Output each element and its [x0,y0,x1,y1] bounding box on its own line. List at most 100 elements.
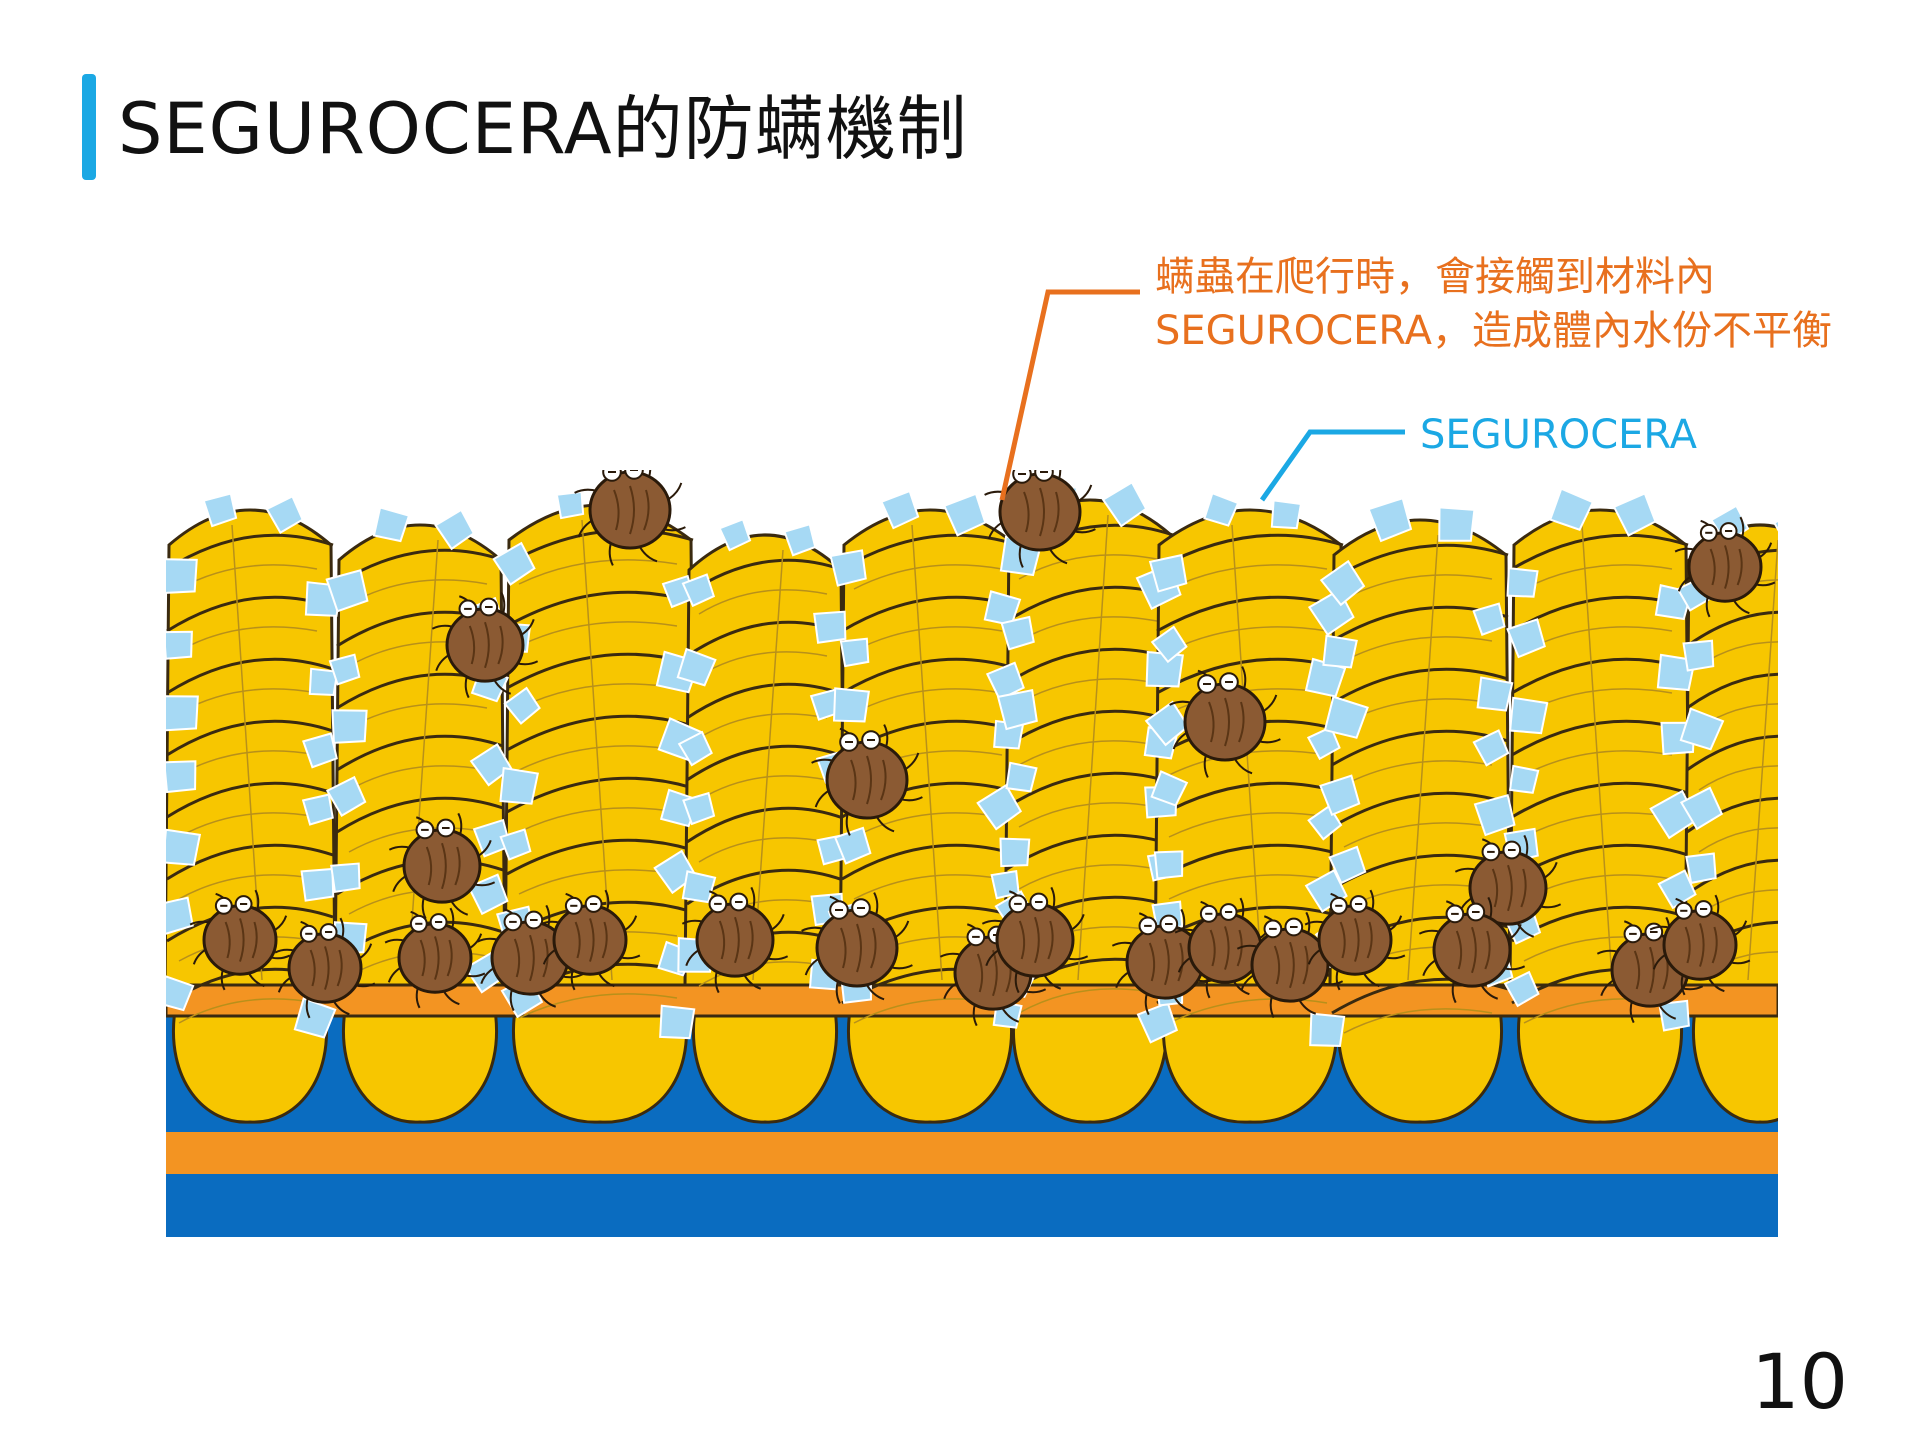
segurocera-particle-icon [1679,786,1724,831]
dust-mite-icon [539,889,641,991]
segurocera-particle-icon [434,508,476,551]
segurocera-particle-icon [832,687,870,723]
dust-mite-icon [1169,666,1281,778]
segurocera-particle-icon [999,837,1031,868]
segurocera-particle-icon [166,760,197,794]
segurocera-particle-icon [302,732,338,769]
segurocera-particle-icon [1509,696,1549,735]
segurocera-particle-icon [1772,507,1778,552]
segurocera-particle-icon [328,653,361,686]
page-number: 10 [1751,1337,1848,1426]
segurocera-particle-icon [325,569,369,613]
yarn-base [847,1008,1013,1124]
title-accent-bar [82,74,96,180]
dust-mite-icon [981,886,1089,994]
segurocera-particle-icon [503,686,541,725]
dust-mite-icon [431,591,539,699]
segurocera-particle-icon [1476,676,1514,712]
dust-mite-icon [1674,516,1776,618]
segurocera-particle-icon [331,709,368,744]
particle-callout: SEGUROCERA [1420,412,1697,458]
segurocera-particle-icon [1306,725,1341,761]
segurocera-particle-icon [1473,794,1516,837]
mechanism-leader-line [999,289,1140,501]
segurocera-particle-icon [1657,869,1697,910]
segurocera-particle-icon [1508,764,1540,794]
segurocera-particle-icon [681,870,717,904]
segurocera-particle-icon [829,549,867,587]
segurocera-particle-icon [166,896,194,936]
dust-mite-icon [189,889,291,991]
segurocera-particle-icon [1506,567,1539,598]
yarn-base [342,1008,498,1124]
segurocera-particle-icon [880,489,920,530]
segurocera-particle-icon [166,695,199,732]
yarn-column [166,508,337,1024]
segurocera-particle-icon [1101,480,1148,528]
dust-mite-icon [274,917,376,1019]
segurocera-particle-icon [1685,852,1717,885]
dust-mite-icon [1418,896,1526,1004]
segurocera-particle-icon [833,826,872,865]
page-title: SEGUROCERA的防螨機制 [118,88,968,170]
segurocera-particle-icon [1367,496,1413,543]
yarn-base [1162,1008,1338,1124]
mechanism-callout-line1: 螨蟲在爬行時，會接觸到材料內 [1155,254,1715,300]
segurocera-particle-icon [372,506,411,543]
segurocera-particle-icon [839,637,870,668]
dust-mite-icon [574,470,686,566]
segurocera-particle-icon [308,667,339,697]
segurocera-particle-icon [330,862,361,894]
segurocera-particle-icon [682,791,716,826]
dust-mite-icon [388,812,496,920]
segurocera-particle-icon [1150,625,1188,664]
dust-mite-icon [1454,834,1562,942]
dust-mite-icon [801,892,913,1004]
segurocera-particle-icon [499,828,532,861]
segurocera-particle-icon [718,517,752,552]
segurocera-particle-icon [1805,747,1836,778]
segurocera-particle-icon [1005,761,1038,793]
segurocera-particle-icon [1323,695,1369,739]
orange-backing-stripe [166,1132,1778,1174]
segurocera-particle-icon [976,783,1023,831]
segurocera-particle-icon [1799,962,1834,997]
segurocera-particle-icon [499,766,540,805]
segurocera-particle-icon [1319,774,1361,817]
segurocera-particle-icon [1472,602,1506,637]
dust-mites [189,470,1776,1027]
segurocera-particle-icon [1322,634,1358,669]
segurocera-particle-icon [677,730,713,767]
dust-mite-icon [1304,889,1406,991]
yarn-base [172,1008,328,1124]
segurocera-particle-icon [783,522,817,557]
segurocera-particle-icon [1805,670,1835,700]
yarn-base [1012,1008,1168,1124]
segurocera-particle-icon [166,828,202,866]
yarn-base [1692,1008,1778,1124]
segurocera-particle-icon [1319,559,1366,607]
segurocera-particle-icon [492,541,536,586]
yarn-base [512,1008,688,1124]
segurocera-particle-icon [301,793,334,826]
segurocera-particle-icon [996,688,1038,731]
segurocera-particle-icon [202,492,238,528]
segurocera-particle-icon [1000,615,1035,651]
segurocera-particle-icon [1153,850,1184,880]
segurocera-particle-icon [166,558,198,595]
segurocera-particle-icon [325,775,367,818]
particle-leader-line [1259,429,1405,502]
yarn-base [692,1008,838,1124]
segurocera-particle-icon [1148,553,1188,593]
segurocera-particle-icon [1656,653,1696,692]
mechanism-callout-line2: SEGUROCERA，造成體內水份不平衡 [1155,308,1832,354]
yarn-loop-bases [172,1008,1778,1124]
segurocera-particle-icon [1472,729,1510,767]
segurocera-particle-icon [1805,877,1840,912]
dust-mite-icon [1174,897,1276,999]
segurocera-particle-icon [813,610,847,644]
segurocera-particle-icon [1150,770,1189,807]
segurocera-particle-icon [1270,499,1303,530]
segurocera-particle-icon [985,661,1025,701]
